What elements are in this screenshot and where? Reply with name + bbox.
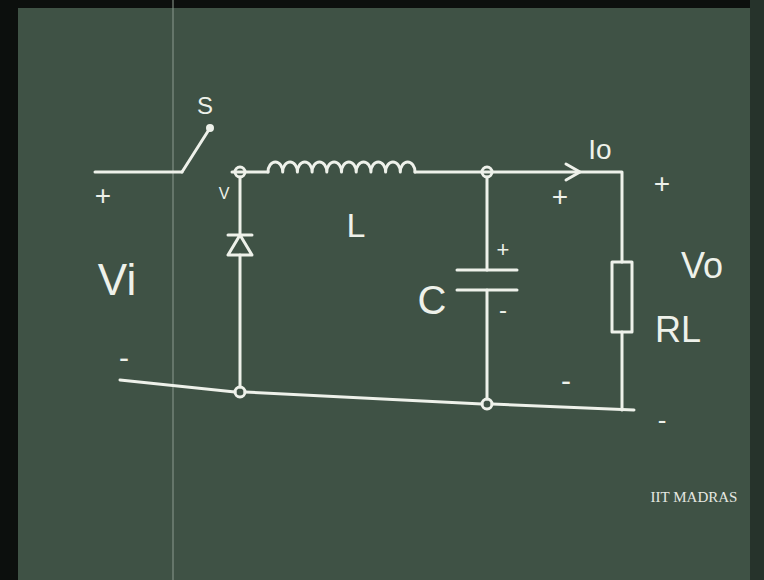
wire — [120, 380, 634, 410]
polarity-sign: + — [552, 183, 568, 211]
watermark: IIT MADRAS — [649, 490, 739, 506]
junction-dot — [235, 387, 245, 397]
capacitor-label: C — [418, 280, 447, 320]
input-voltage-label: Vi — [98, 258, 136, 302]
current-arrow — [566, 164, 580, 180]
switch-label: S — [197, 94, 213, 118]
diode-symbol — [228, 235, 252, 255]
switch-symbol — [182, 128, 210, 172]
wire — [95, 171, 182, 174]
polarity-sign: + — [95, 182, 111, 210]
board-edge — [0, 0, 764, 8]
polarity-sign: - — [561, 366, 571, 396]
output-voltage-label: Vo — [681, 248, 723, 284]
wire — [239, 255, 242, 387]
polarity-sign: - — [658, 407, 667, 433]
inductor-label: L — [347, 208, 366, 242]
wire — [621, 332, 624, 410]
chalk-line — [172, 0, 174, 580]
current-label: Io — [588, 136, 611, 164]
polarity-sign: + — [497, 239, 510, 261]
resistor-symbol — [612, 262, 632, 332]
junction-dot — [482, 399, 492, 409]
resistor-label: RL — [655, 312, 701, 348]
polarity-sign: - — [119, 343, 129, 373]
wire — [486, 290, 489, 399]
polarity-sign: + — [654, 170, 670, 198]
capacitor-symbol — [457, 270, 517, 290]
wire — [486, 177, 489, 270]
voltage-label: V — [219, 186, 230, 202]
switch-pivot — [208, 126, 213, 131]
wire — [239, 177, 242, 235]
board-edge — [0, 0, 18, 580]
inductor-symbol — [268, 162, 415, 172]
board-edge — [750, 0, 764, 580]
wire — [415, 172, 622, 262]
wire — [232, 171, 268, 174]
polarity-sign: - — [499, 298, 507, 322]
